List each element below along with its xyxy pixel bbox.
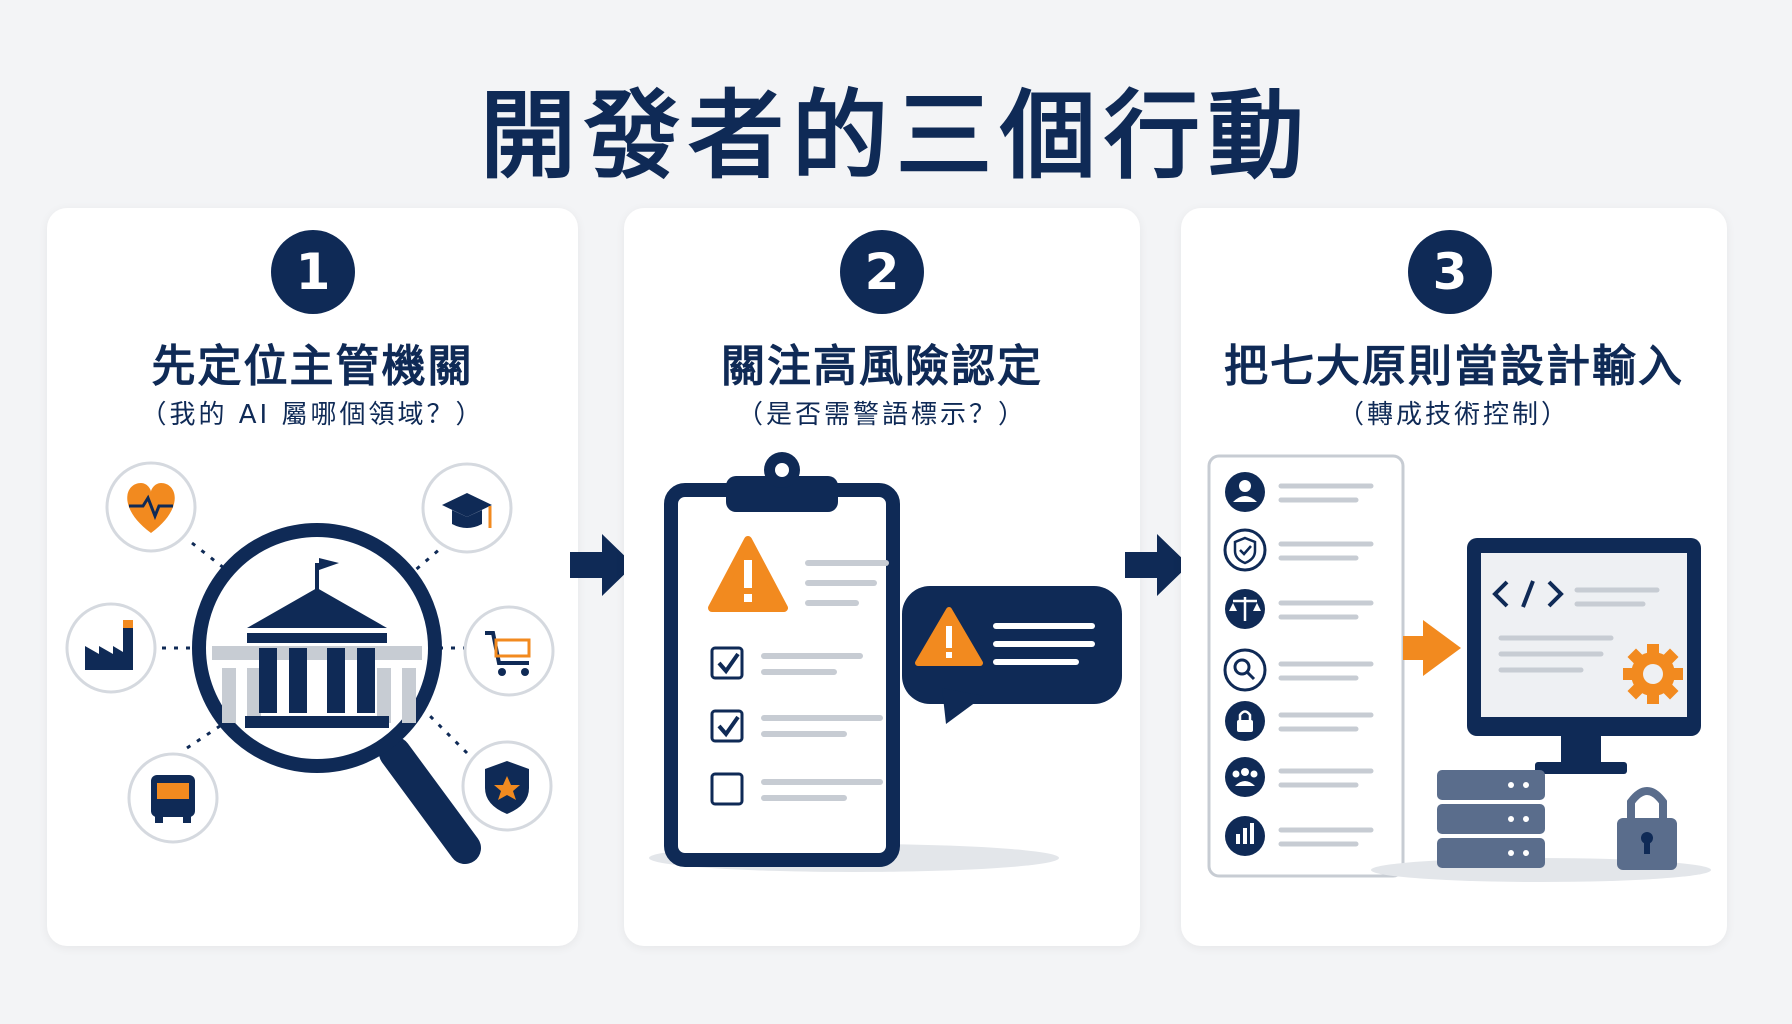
shield-star-icon — [461, 740, 553, 832]
page-title: 開發者的三個行動 — [480, 80, 1312, 192]
shopping-cart-icon — [463, 605, 555, 697]
step-subtitle: （轉成技術控制） — [1337, 400, 1570, 430]
lock-icon — [1225, 701, 1265, 741]
next-step-arrow — [1125, 534, 1189, 596]
padlock-icon — [1617, 787, 1677, 870]
factory-icon — [65, 602, 157, 694]
heart-pulse-icon — [105, 461, 197, 553]
orange-arrow-icon — [1403, 620, 1461, 676]
shield-check-icon — [1223, 528, 1267, 572]
step-card-1: 1 先定位主管機關 （我的 AI 屬哪個領域？） — [47, 208, 578, 946]
server-icon — [1437, 770, 1545, 868]
checkbox-checked — [710, 646, 744, 680]
step-heading: 關注高風險認定 — [721, 341, 1043, 392]
bar-chart-icon — [1225, 816, 1265, 856]
checkbox-unchecked — [710, 772, 744, 806]
principles-to-controls-illustration — [1207, 454, 1711, 882]
step-heading: 先定位主管機關 — [151, 341, 474, 392]
step-number-badge: 1 — [271, 230, 355, 314]
risk-checklist-illustration — [649, 452, 1122, 872]
step-card-3: 3 把七大原則當設計輸入 （轉成技術控制） — [1181, 208, 1727, 946]
gear-icon — [1623, 644, 1683, 704]
user-icon — [1225, 472, 1265, 512]
regulator-search-illustration — [65, 461, 555, 864]
step-card-2: 2 關注高風險認定 （是否需警語標示？） — [624, 208, 1140, 946]
step-number-badge: 2 — [840, 230, 924, 314]
next-step-arrow — [570, 534, 634, 596]
graduation-cap-icon — [421, 462, 513, 554]
bus-icon — [127, 752, 219, 844]
warning-message-bubble — [902, 586, 1122, 724]
government-building-icon — [245, 558, 389, 728]
step-heading: 把七大原則當設計輸入 — [1224, 341, 1684, 392]
group-icon — [1225, 757, 1265, 797]
step-number-badge: 3 — [1408, 230, 1492, 314]
magnifier-handle — [379, 737, 481, 864]
step-subtitle: （是否需警語標示？） — [736, 400, 1027, 430]
checkbox-checked — [710, 709, 744, 743]
scales-icon — [1225, 589, 1265, 629]
magnifier-icon — [1223, 648, 1267, 692]
step-subtitle: （我的 AI 屬哪個領域？） — [140, 400, 485, 430]
warning-icon — [708, 536, 788, 612]
